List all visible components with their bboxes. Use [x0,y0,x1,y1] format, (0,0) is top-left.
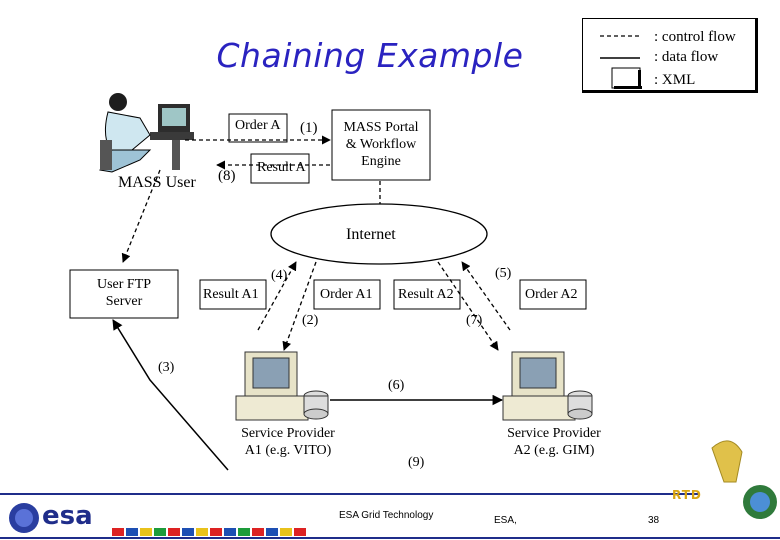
diagram-title: Chaining Example [216,36,524,75]
mass-user-icon [99,93,194,173]
legend-data-flow: : data flow [654,49,719,65]
step-2: (2) [302,313,319,328]
esa-logo [9,503,39,533]
computer-icon-sp1 [235,351,329,421]
service-provider-a1-label: Service Provider A1 (e.g. VITO) [241,426,335,458]
computer-icon-sp2 [502,351,593,421]
page-number: 38 [648,515,660,526]
result-a1-label: Result A1 [203,287,259,302]
legend-xml: : XML [654,72,696,88]
ftp-server-label: User FTP Server [96,277,152,309]
mass-user-label: MASS User [118,174,196,191]
step-1: (1) [300,120,318,136]
step-3: (3) [158,360,175,375]
legend [582,18,758,93]
step-5: (5) [495,266,512,281]
order-a-label: Order A [235,118,281,133]
step-6: (6) [388,378,405,393]
result-a2-label: Result A2 [398,287,454,302]
result-a-label: Result A [257,160,306,175]
footer-right-text: ESA, [494,515,517,526]
legend-control-flow: : control flow [654,29,736,45]
step-4: (4) [271,268,288,283]
rtd-label: RTD [672,488,702,502]
footer-center-text: ESA Grid Technology [339,510,434,521]
step-9: (9) [408,455,425,470]
esa-wordmark: esa [42,501,93,531]
order-a2-label: Order A2 [525,287,578,302]
internet-label: Internet [346,226,396,243]
order-a1-label: Order A1 [320,287,373,302]
step-7: (7) [466,313,483,328]
portal-label: MASS Portal & Workflow Engine [343,120,419,169]
flags-strip [112,528,306,536]
rtd-logo [711,440,777,519]
service-provider-a2-label: Service Provider A2 (e.g. GIM) [507,426,601,458]
step-8: (8) [218,168,236,184]
